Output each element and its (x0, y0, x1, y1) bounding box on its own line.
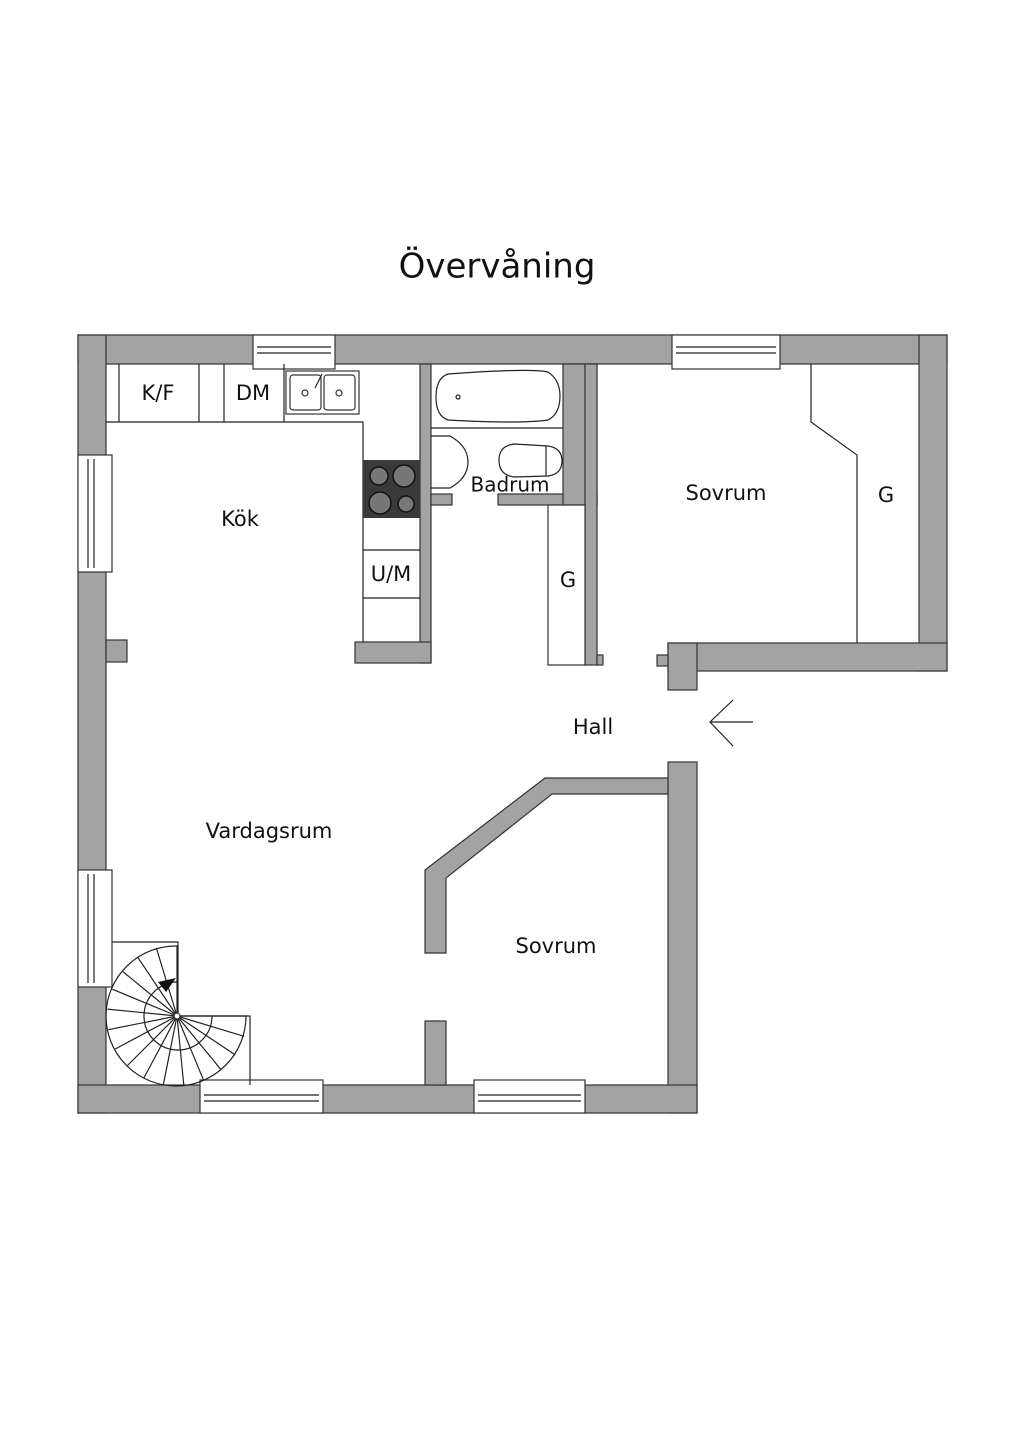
label-bedroom-top: Sovrum (685, 481, 766, 505)
stair-tread (176, 1015, 245, 1037)
stair-tread (176, 1015, 222, 1071)
window-kitchen-left (77, 454, 113, 573)
label-living-room: Vardagsrum (206, 819, 333, 843)
windows (77, 334, 781, 1114)
stair-tread (112, 988, 178, 1017)
wardrobes (547, 364, 858, 666)
stair-tread (114, 1015, 178, 1050)
floor-title: Övervåning (399, 246, 596, 287)
label-bathroom: Badrum (470, 473, 549, 497)
window-kitchen-top (252, 334, 336, 370)
label-hall: Hall (573, 715, 613, 739)
label-dishwasher: DM (236, 381, 270, 405)
label-oven-microwave: U/M (371, 562, 412, 586)
stair-tread (143, 1015, 178, 1079)
label-bedroom-bottom: Sovrum (515, 934, 596, 958)
stair-tread (137, 957, 178, 1017)
stair-tread (108, 1015, 178, 1031)
stair-tread (127, 1015, 178, 1066)
toilet-icon (498, 443, 563, 478)
walls (77, 334, 948, 1114)
window-living-bottom (199, 1079, 324, 1114)
labels: K/F DM U/M Kök Badrum Sovrum G G Hall Va… (142, 381, 895, 958)
washbasin-icon (431, 435, 469, 489)
stair-tread (176, 1015, 236, 1056)
window-bedroom-top (671, 334, 781, 370)
window-living-left (77, 869, 113, 988)
bathroom-fixtures (431, 369, 563, 489)
label-fridge-freezer: K/F (142, 381, 175, 405)
stair-tread (162, 1015, 178, 1085)
label-wardrobe-hall: G (560, 568, 576, 592)
label-kitchen: Kök (221, 507, 260, 531)
window-bedroom-bottom (473, 1079, 586, 1114)
stair-tread (122, 971, 178, 1017)
stair-tread (107, 1008, 178, 1017)
sink-icon (285, 370, 360, 415)
bathtub-icon (435, 369, 561, 423)
stair-tread (176, 1015, 185, 1086)
entrance-arrow-icon (709, 699, 753, 747)
kitchen-counters (106, 364, 420, 642)
spiral-staircase-icon (105, 941, 251, 1087)
stair-tread (176, 1015, 205, 1081)
label-wardrobe-top: G (878, 483, 894, 507)
